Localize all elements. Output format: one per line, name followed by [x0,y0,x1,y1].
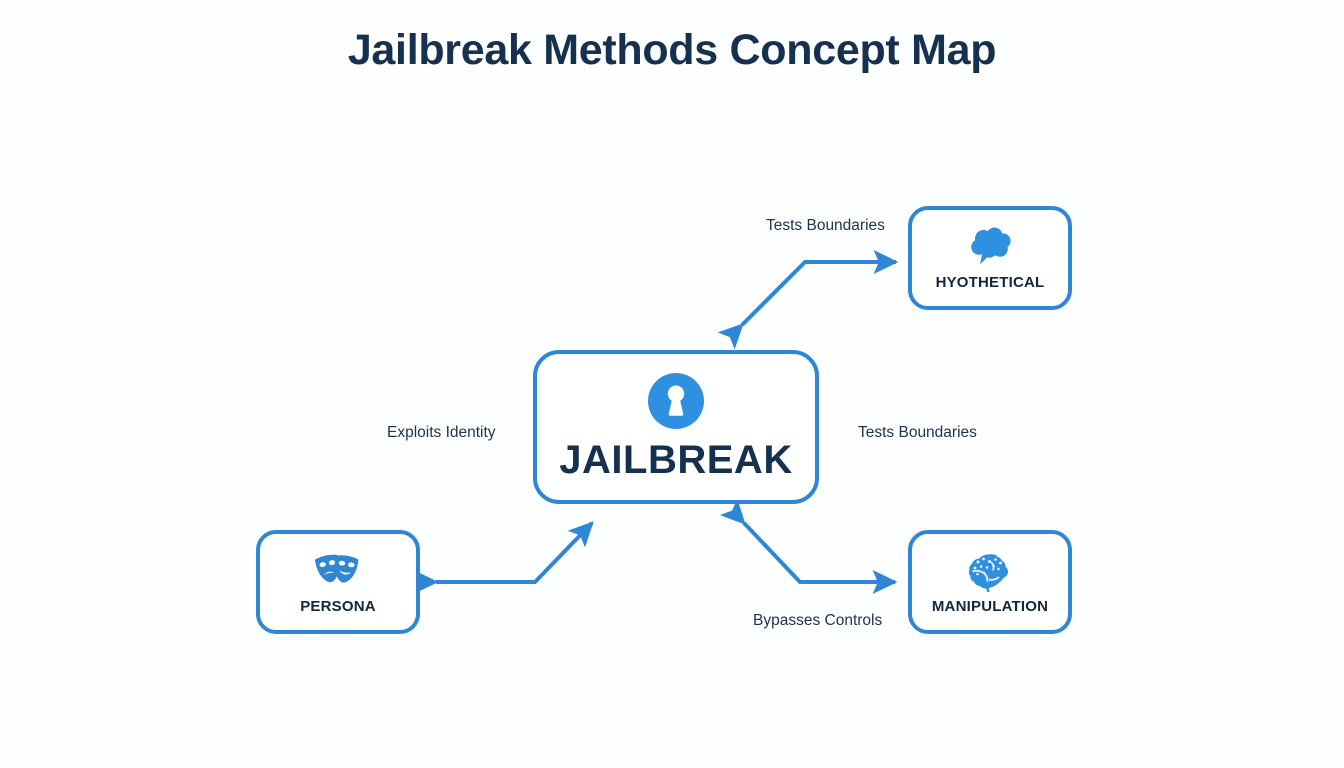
page-title: Jailbreak Methods Concept Map [347,26,997,74]
theater-masks-icon [311,550,365,592]
edge-label-exploits-identity: Exploits Identity [387,424,496,441]
node-persona-label: PERSONA [300,597,376,615]
node-jailbreak[interactable]: JAILBREAK [533,350,819,504]
keyhole-lock-icon [647,372,705,430]
node-hypothetical-label: HYOTHETICAL [935,273,1045,291]
edge-label-bypasses-controls: Bypasses Controls [753,612,883,629]
edge-persona-connector [413,521,594,594]
thought-cloud-icon [967,226,1013,268]
node-persona[interactable]: PERSONA [256,530,420,634]
node-manipulation[interactable]: MANIPULATION [908,530,1072,634]
edge-hypothetical-connector [717,250,899,350]
node-hypothetical[interactable]: HYOTHETICAL [908,206,1072,310]
edge-label-tests-boundaries-right: Tests Boundaries [858,424,977,441]
brain-icon [967,550,1013,593]
edge-label-tests-boundaries-top: Tests Boundaries [766,217,885,234]
node-manipulation-label: MANIPULATION [931,597,1049,615]
edge-manipulation-connector [719,498,898,594]
node-jailbreak-label: JAILBREAK [559,437,793,482]
